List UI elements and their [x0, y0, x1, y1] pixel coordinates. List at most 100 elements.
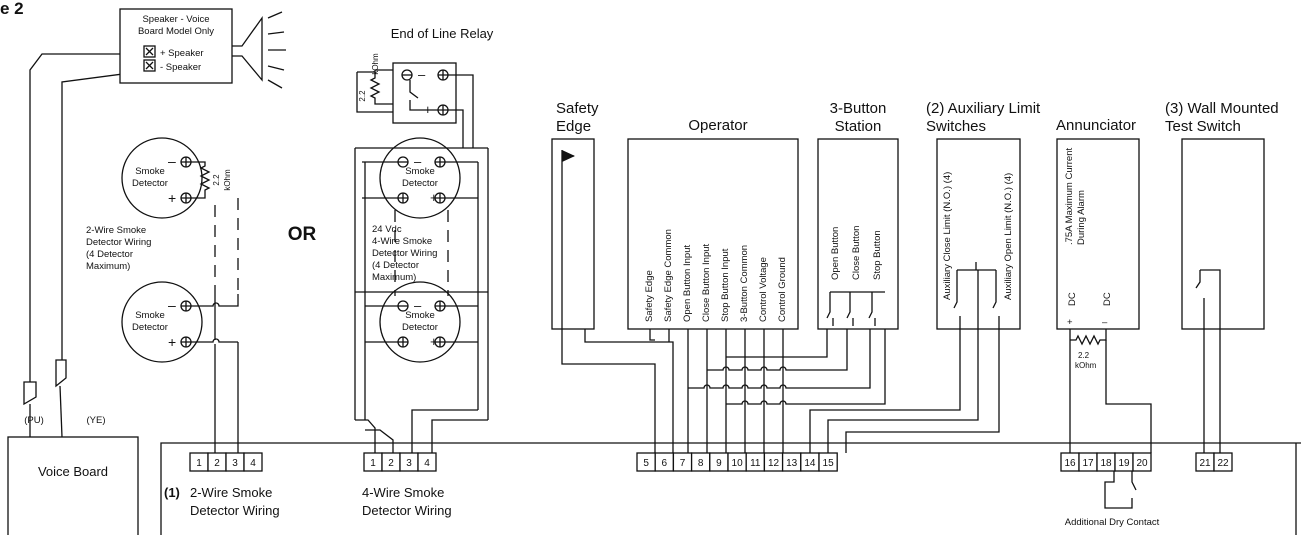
terminal-number: 6: [662, 458, 668, 469]
two-wire-caption-2: Detector Wiring: [190, 503, 280, 518]
four-wire-note-5: Maximum): [372, 272, 416, 283]
voice-board-pu-label: (PU): [24, 415, 44, 426]
svg-text:+: +: [168, 334, 176, 350]
speaker-title-2: Board Model Only: [138, 26, 214, 37]
svg-text:2: 2: [388, 458, 394, 469]
svg-text:Safety Edge: Safety Edge: [644, 270, 655, 322]
terminal-block-4wire: 1 2 3 4: [363, 452, 437, 472]
four-wire-note-3: Detector Wiring: [372, 248, 437, 259]
annunciator-dc-plus: DC: [1067, 292, 1078, 306]
svg-text:Close Button Input: Close Button Input: [701, 243, 712, 322]
four-wire-caption-2: Detector Wiring: [362, 503, 452, 518]
test-switch-contact: [1195, 269, 1221, 453]
terminal-number: 12: [768, 458, 780, 469]
svg-text:Smoke: Smoke: [405, 310, 435, 321]
terminal-number: 5: [643, 458, 649, 469]
aux-limit-title-1: (2) Auxiliary Limit: [926, 100, 1041, 117]
control-board-outline: [160, 442, 1301, 535]
terminal-number: 22: [1217, 458, 1229, 469]
terminal-number: 21: [1199, 458, 1211, 469]
speaker-minus-label: - Speaker: [160, 62, 201, 73]
two-wire-note-4: Maximum): [86, 261, 130, 272]
smoke-detector-2wire-top: Smoke Detector: [121, 137, 203, 219]
or-label: OR: [288, 224, 317, 245]
terminal-number: 11: [750, 458, 761, 469]
svg-text:–: –: [168, 153, 176, 169]
voice-board-label: Voice Board: [38, 464, 108, 479]
operator-title: Operator: [688, 117, 747, 134]
terminal-number: 20: [1136, 458, 1148, 469]
svg-text:3-Button Common: 3-Button Common: [739, 245, 750, 322]
svg-text:1: 1: [370, 458, 376, 469]
aux-open-limit-label: Auxiliary Open Limit (N.O.) (4): [1003, 173, 1014, 300]
svg-text:Control Ground: Control Ground: [777, 257, 788, 322]
two-wire-caption-1: 2-Wire Smoke: [190, 485, 272, 500]
svg-text:kOhm: kOhm: [371, 53, 380, 75]
two-wire-note-3: (4 Detector: [86, 249, 133, 260]
svg-text:–: –: [414, 154, 422, 169]
svg-text:–: –: [168, 297, 176, 313]
terminal-block-2wire: 1 2 3 4: [189, 452, 263, 472]
svg-text:2.2: 2.2: [212, 174, 221, 186]
terminal-number: 16: [1064, 458, 1076, 469]
svg-text:–: –: [1102, 317, 1108, 328]
svg-text:Safety Edge Common: Safety Edge Common: [663, 229, 674, 322]
svg-text:3: 3: [232, 458, 238, 469]
svg-text:3: 3: [406, 458, 412, 469]
speaker-horn-icon: [232, 11, 286, 89]
safety-edge-box: [551, 138, 595, 330]
speaker-title-1: Speaker - Voice: [142, 14, 209, 25]
terminal-number: 19: [1118, 458, 1130, 469]
smoke-detector-4wire-bottom: Smoke Detector: [379, 281, 461, 363]
svg-text:4: 4: [424, 458, 430, 469]
svg-text:Open Button Input: Open Button Input: [682, 245, 693, 322]
aux-limit-contacts: [953, 262, 1000, 329]
four-wire-note-1: 24 Vdc: [372, 224, 402, 235]
operator-box: [627, 138, 799, 330]
svg-text:4: 4: [250, 458, 256, 469]
svg-text:Detector: Detector: [132, 178, 168, 189]
svg-text:kOhm: kOhm: [1075, 361, 1097, 370]
terminal-cell: [1132, 452, 1152, 472]
speaker-box: [119, 8, 233, 84]
annunciator-dc-minus: DC: [1102, 292, 1113, 306]
svg-text:Stop Button Input: Stop Button Input: [720, 248, 731, 322]
terminal-number: 13: [786, 458, 798, 469]
two-wire-note-2: Detector Wiring: [86, 237, 151, 248]
test-switch-title-2: Test Switch: [1165, 118, 1241, 135]
svg-text:Close Button: Close Button: [851, 226, 862, 280]
four-wire-caption-1: 4-Wire Smoke: [362, 485, 444, 500]
resistor-2wire: [191, 161, 211, 199]
svg-text:Detector: Detector: [402, 178, 438, 189]
terminal-number: 15: [823, 458, 835, 469]
four-wire-note-4: (4 Detector: [372, 260, 419, 271]
svg-text:–: –: [414, 298, 422, 313]
svg-text:Smoke: Smoke: [135, 166, 165, 177]
voice-board-box: [7, 436, 139, 535]
annunciator-rating-2: During Alarm: [1076, 190, 1087, 245]
two-wire-note-1: 2-Wire Smoke: [86, 225, 146, 236]
terminal-cell: [818, 452, 838, 472]
svg-text:+: +: [430, 190, 438, 205]
svg-text:Open Button: Open Button: [830, 227, 841, 280]
four-wire-note-2: 4-Wire Smoke: [372, 236, 432, 247]
svg-text:+: +: [430, 334, 438, 349]
terminal-cell: [1213, 452, 1233, 472]
three-button-box: [817, 138, 899, 330]
svg-text:Detector: Detector: [132, 322, 168, 333]
speaker-plus-label: + Speaker: [160, 48, 204, 59]
svg-text:kOhm: kOhm: [223, 169, 232, 191]
eol-relay-box: [392, 62, 457, 124]
button-contacts: [826, 291, 885, 326]
svg-text:1: 1: [196, 458, 202, 469]
dry-contact-icon: [1104, 471, 1137, 509]
annunciator-title: Annunciator: [1056, 117, 1136, 134]
three-button-title-2: Station: [835, 118, 882, 135]
operator-signal-labels: Safety Edge Safety Edge Common Open Butt…: [644, 229, 788, 322]
svg-text:+: +: [1067, 317, 1073, 328]
svg-text:2: 2: [214, 458, 220, 469]
terminal-number: 8: [698, 458, 704, 469]
